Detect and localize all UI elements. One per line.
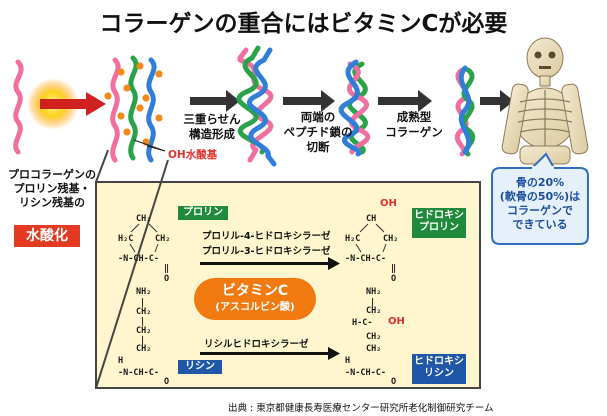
hydroxyproline-ch2: CH₂ [383,234,399,244]
hydroxylysine-backbone: -N-CH-C- [345,368,386,378]
badge-line: プロリン [419,222,459,233]
hydroxylysine-ch2-3: CH₂ [366,344,382,354]
skeleton-face [534,51,556,69]
proline-ch2-right: CH₂ [155,234,171,244]
proline-h2c: H₂C [118,234,134,244]
hydroxylysine-nh2: NH₂ [366,287,382,297]
step-label-cleavage: 両端の ペプチド鎖の 切断 [280,110,356,155]
panel-pointer-right [95,159,169,389]
reaction-arrow-proline [200,257,340,270]
proline-oxygen: O [164,274,170,284]
lysine-backbone: -N-CH-C- [118,368,159,378]
lysine-badge: リシン [178,360,222,374]
hydroxylysine-badge: ヒドロキシ リシン [412,354,466,384]
lysine-ch2-2: CH₂ [136,326,152,336]
hydroxyproline-dbl-bond: ‖ [391,264,397,274]
step-label-line: 切断 [306,140,330,154]
hydroxyproline-backbone: -N-CH-C- [345,254,386,264]
step-label-mature: 成熟型 コラーゲン [378,110,450,140]
side-label-line: リシン残基の [19,196,85,209]
hydroxylysine-bond-1: | [370,298,376,308]
lysine-ch2-3: CH₂ [136,344,152,354]
lysine-bond-1: | [140,298,146,308]
callout-line: できている [512,218,568,231]
procollagen-chain [13,59,24,155]
enzyme-prolyl-3: プロリル-3-ヒドロキシラーゼ [202,246,331,257]
step-label-line: ペプチド鎖の [283,125,353,139]
callout-line: 骨の20% [515,176,565,189]
hydroxyproline-oh: OH [380,198,397,209]
skeleton-ribs [517,90,573,146]
step-label-line: 両端の [300,110,336,124]
step-label-triple-helix: 三重らせん 構造形成 [172,112,252,142]
hydroxyproline-h2c: H₂C [345,234,361,244]
source-credit: 出典 : 東京都健康長寿医療センター研究所老化制御研究チーム [228,403,494,414]
step-label-line: 三重らせん [183,112,241,126]
badge-line: リシン [424,368,454,379]
step-label-line: 成熟型 [396,110,432,124]
vitamin-c-badge: ビタミンC (アスコルビン酸) [194,278,316,320]
hydroxylysine-oh: OH [388,316,405,327]
proline-badge: プロリン [178,206,228,220]
callout-line: コラーゲンで [507,204,573,217]
step-label-line: 構造形成 [189,127,235,141]
side-label-line: プロコラーゲンの [8,168,96,181]
step-arrow-2 [283,90,335,112]
oh-group-label: OH水酸基 [168,149,218,161]
lysine-nh2: NH₂ [136,287,152,297]
lysine-bond-2: | [140,317,146,327]
proline-backbone: -N-CH-C- [118,254,159,264]
hydroxylysine-h: H [345,356,351,366]
hydroxylation-arrow [40,92,106,116]
hydroxyproline-badge: ヒドロキシ プロリン [412,208,466,238]
lysine-oxygen: O [164,377,170,387]
hydroxylysine-hc: H-C- [352,318,373,328]
mature-collagen [454,65,476,157]
lysine-h: H [118,356,124,366]
procollagen-label: プロコラーゲンの プロリン残基・ リシン残基の [2,168,102,210]
hydroxyproline-oxygen: O [391,274,397,284]
hydroxylysine-ch2-1: CH₂ [366,306,382,316]
page-title: コラーゲンの重合にはビタミンCが必要 [99,11,508,37]
hydroxyproline-ch: CH [366,214,377,224]
hydroxylated-chains [104,55,166,163]
skeleton-figure [501,37,589,165]
hydroxylysine-ch2-2: CH₂ [366,332,382,342]
vitamin-sub: (アスコルビン酸) [215,302,295,313]
bone-callout-bubble [491,167,589,245]
lysine-ch2-1: CH₂ [136,307,152,317]
bone-callout-text: 骨の20% (軟骨の50%)は コラーゲンで できている [494,176,586,232]
hydroxylysine-oxygen: O [391,377,397,387]
hydroxyproline-ring [355,223,387,253]
badge-line: ヒドロキシ [414,210,464,221]
cleaved-helix [338,59,371,157]
step-arrow-3 [378,90,432,112]
step-arrow-1 [190,90,240,112]
badge-line: ヒドロキシ [414,356,464,367]
reaction-arrow-lysine [200,347,340,360]
proline-ch2-top: CH₂ [136,214,152,224]
lysine-bond-3: | [140,336,146,346]
hydroxylation-badge: 水酸化 [14,225,80,247]
panel-pointer-left [95,149,109,183]
enzyme-prolyl-4: プロリル-4-ヒドロキシラーゼ [202,231,331,242]
step-label-line: コラーゲン [385,125,443,139]
triple-helix [236,45,277,167]
proline-dbl-bond: ‖ [164,264,170,274]
callout-line: (軟骨の50%)は [499,190,581,203]
side-label-line: プロリン残基・ [13,182,91,195]
vitamin-name: ビタミンC [221,283,289,299]
step-arrow-4 [480,90,514,112]
enzyme-lysyl: リシルヒドロキシラーゼ [204,339,309,350]
proline-ring [129,223,159,253]
